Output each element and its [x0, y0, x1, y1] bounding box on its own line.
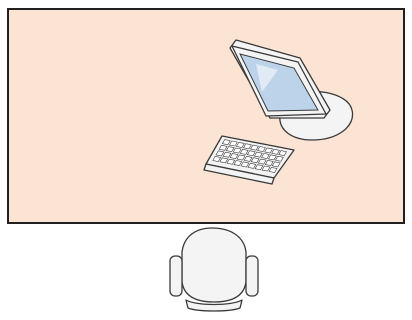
chair-right-armrest: [246, 256, 258, 296]
chair-left-armrest: [170, 256, 182, 296]
office-chair-icon: [170, 228, 258, 311]
chair-seat: [182, 228, 246, 302]
